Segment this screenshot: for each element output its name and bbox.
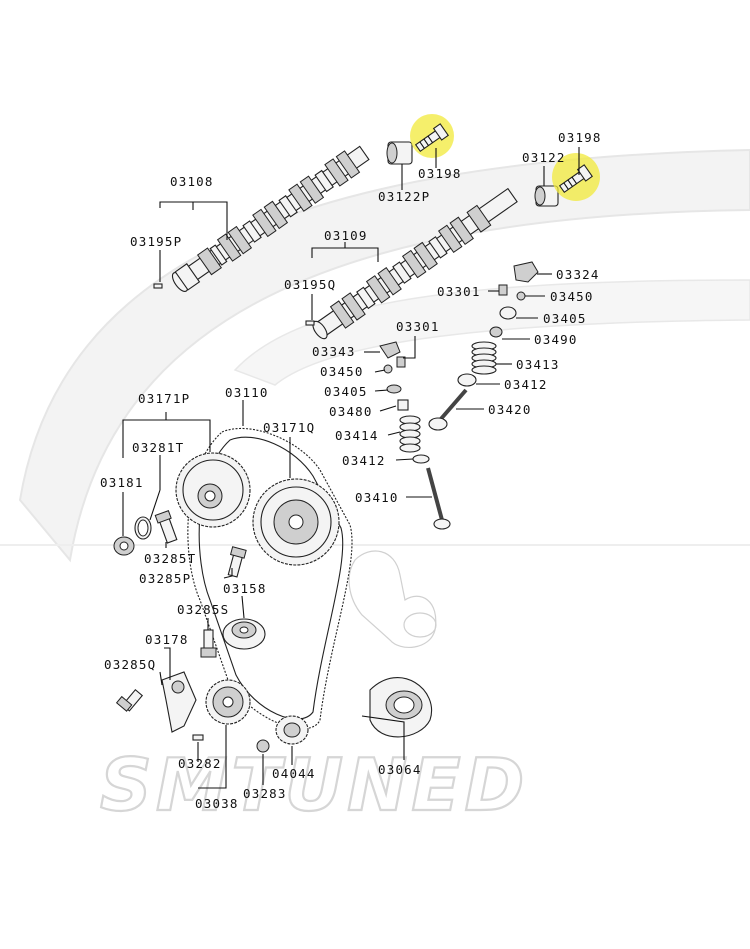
label-03181: 03181 xyxy=(100,475,144,490)
label-03283: 03283 xyxy=(243,786,287,801)
cam-bolt-left xyxy=(414,123,449,153)
label-03171P: 03171P xyxy=(138,391,190,406)
bolt-03285T xyxy=(154,510,178,544)
washer-03181 xyxy=(113,536,135,556)
label-03420: 03420 xyxy=(488,402,532,417)
label-03198-right: 03198 xyxy=(558,130,602,145)
nut-03450-mid xyxy=(383,364,393,374)
cam-bolt-right xyxy=(558,164,593,194)
nut-03283 xyxy=(256,739,270,753)
label-03285P: 03285P xyxy=(139,571,191,586)
seal-ring-03281T xyxy=(134,516,152,540)
label-03410: 03410 xyxy=(355,490,399,505)
label-03158: 03158 xyxy=(223,581,267,596)
label-03413: 03413 xyxy=(516,357,560,372)
key-03282 xyxy=(192,734,204,741)
rocker-arm-mid xyxy=(379,341,401,359)
label-03324: 03324 xyxy=(556,267,600,282)
valve-03410 xyxy=(426,467,451,530)
hand-sketch xyxy=(348,550,437,648)
cam-sprocket-03171Q xyxy=(252,478,340,566)
label-03108: 03108 xyxy=(170,174,214,189)
label-04044: 04044 xyxy=(272,766,316,781)
label-03414: 03414 xyxy=(335,428,379,443)
bolt-03285P xyxy=(227,546,247,578)
crank-sprocket-03038 xyxy=(205,679,251,725)
spring-03414 xyxy=(399,415,421,453)
tensioner-03178 xyxy=(161,671,197,733)
label-03178: 03178 xyxy=(145,632,189,647)
label-03301-top: 03301 xyxy=(437,284,481,299)
cam-seal-left xyxy=(386,141,413,165)
spring-03413 xyxy=(471,341,497,375)
label-03198-left: 03198 xyxy=(418,166,462,181)
cam-seal-right xyxy=(534,185,559,207)
label-03343: 03343 xyxy=(312,344,356,359)
seat-03412-mid xyxy=(412,454,430,464)
label-03110: 03110 xyxy=(225,385,269,400)
label-03064: 03064 xyxy=(378,762,422,777)
label-03405-top: 03405 xyxy=(543,311,587,326)
pulley-04044 xyxy=(275,715,309,745)
part-labels: 03108 03195P 03198 03122P 03198 03122 03… xyxy=(100,130,602,811)
seat-03412-top xyxy=(457,373,477,387)
nut-03450-top xyxy=(516,291,526,301)
washer-03405-top xyxy=(499,306,517,320)
label-03282: 03282 xyxy=(178,756,222,771)
label-03450-mid: 03450 xyxy=(320,364,364,379)
label-03301-mid: 03301 xyxy=(396,319,440,334)
label-03412-mid: 03412 xyxy=(342,453,386,468)
lash-adjuster-mid xyxy=(396,356,406,368)
watermark-text: SMTUNED xyxy=(100,743,528,827)
valve-03420 xyxy=(428,388,468,431)
label-03450-top: 03450 xyxy=(550,289,594,304)
camshaft-right xyxy=(305,187,518,340)
rocker-arm-top xyxy=(513,261,539,283)
label-03171Q: 03171Q xyxy=(263,420,315,435)
keeper-03405-mid xyxy=(386,384,402,394)
lash-adjuster-top xyxy=(498,284,508,296)
leader-lines xyxy=(122,147,580,789)
retainer-03480 xyxy=(397,399,409,411)
dowel-pin-right xyxy=(305,320,315,326)
bolt-03285Q xyxy=(115,688,144,712)
stem-seal-03490 xyxy=(489,326,503,338)
label-03122: 03122 xyxy=(522,150,566,165)
label-03285Q: 03285Q xyxy=(104,657,156,672)
label-03412-top: 03412 xyxy=(504,377,548,392)
plate-03064 xyxy=(369,677,433,738)
timing-belt-03110 xyxy=(187,427,353,730)
label-03285T: 03285T xyxy=(144,551,196,566)
bolt-03285S xyxy=(200,629,217,658)
camshaft-left xyxy=(153,145,370,293)
idler-pulley-03158 xyxy=(222,618,266,650)
dowel-pin-left xyxy=(153,283,163,289)
label-03490: 03490 xyxy=(534,332,578,347)
label-03195Q: 03195Q xyxy=(284,277,336,292)
cam-sprocket-03171P xyxy=(175,452,251,528)
label-03195P: 03195P xyxy=(130,234,182,249)
label-03285S: 03285S xyxy=(177,602,229,617)
label-03038: 03038 xyxy=(195,796,239,811)
label-03480: 03480 xyxy=(329,404,373,419)
label-03122P: 03122P xyxy=(378,189,430,204)
label-03109: 03109 xyxy=(324,228,368,243)
label-03281T: 03281T xyxy=(132,440,184,455)
label-03405-mid: 03405 xyxy=(324,384,368,399)
